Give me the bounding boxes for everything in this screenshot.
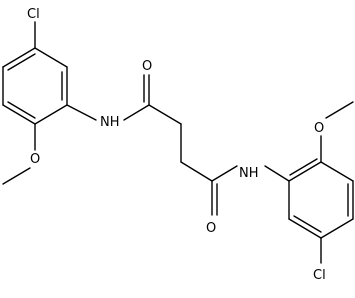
label-cl-left: Cl bbox=[27, 7, 40, 22]
bond-methyl-right bbox=[325, 101, 354, 119]
label-cl-right: Cl bbox=[313, 268, 326, 283]
bond bbox=[320, 161, 354, 182]
bond-nh-left bbox=[66, 104, 97, 121]
bond bbox=[288, 161, 322, 182]
bond bbox=[34, 47, 68, 68]
label-nh-right: NH bbox=[239, 166, 259, 181]
left-benzene-ring bbox=[2, 47, 68, 125]
bond-methyl-left bbox=[2, 167, 31, 185]
bond bbox=[293, 215, 322, 233]
bond bbox=[2, 47, 36, 68]
bond bbox=[289, 158, 318, 176]
bond-nh-carbonyl-top bbox=[123, 104, 150, 121]
bond bbox=[34, 104, 68, 125]
bond-chain bbox=[148, 104, 182, 125]
bond bbox=[288, 218, 322, 239]
bond bbox=[7, 53, 36, 71]
bond-chain bbox=[180, 161, 213, 182]
label-nh-left: NH bbox=[100, 115, 120, 130]
bond bbox=[7, 101, 36, 119]
bond bbox=[320, 218, 354, 239]
bond-nh-right bbox=[264, 165, 290, 182]
label-o-carbonyl-bottom: O bbox=[206, 221, 216, 236]
label-o-methoxy-right: O bbox=[314, 121, 324, 136]
label-o-carbonyl-top: O bbox=[142, 59, 152, 74]
label-o-methoxy-left: O bbox=[30, 152, 40, 167]
bond bbox=[2, 104, 36, 125]
right-benzene-ring bbox=[288, 158, 354, 239]
bond-carbonyl-nh-right bbox=[211, 165, 238, 182]
